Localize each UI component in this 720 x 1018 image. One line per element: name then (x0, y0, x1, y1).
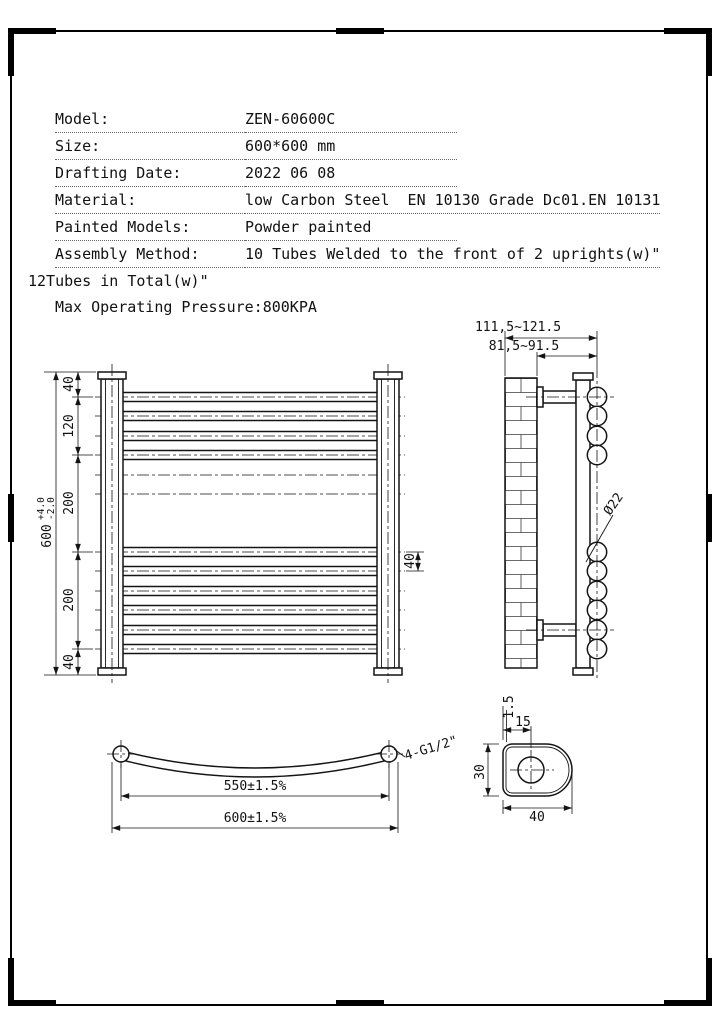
frame-mark-top-right-h (664, 28, 712, 34)
dim-seg-200-lower: 200 (62, 588, 77, 611)
label-thread: 4-G1/2" (403, 733, 460, 763)
plan-centerlines (107, 740, 403, 768)
frame-mark-bottom-left-h (8, 1000, 56, 1006)
front-tube-centerlines (95, 396, 405, 650)
thread-leader (393, 748, 406, 758)
frame-mark-right-center (706, 494, 712, 542)
dim-profile-width: 40 (529, 810, 545, 825)
curved-tube-outline (117, 749, 393, 778)
dim-hole-offset: 15 (515, 715, 531, 730)
spec-row-model: Model: ZEN-60600C (55, 106, 660, 133)
spec-value: 600*600 mm (245, 133, 457, 160)
wall-section (504, 377, 538, 669)
spec-label: Model: (55, 106, 245, 133)
spec-block: Model: ZEN-60600C Size: 600*600 mm Draft… (28, 106, 661, 320)
spec-label: Painted Models: (55, 214, 245, 241)
spec-label: Size: (55, 133, 245, 160)
dim-wall-thickness: 1.5 (502, 695, 517, 718)
dim-overall-tol-plus: +4.0 (36, 497, 47, 520)
spec-label: Assembly Method: (55, 241, 245, 268)
spec-row-drafting-date: Drafting Date: 2022 06 08 (55, 160, 660, 187)
frame-mark-bottom-right-v (706, 958, 712, 1006)
spec-value: 800KPA (262, 298, 317, 316)
detail-centerlines (510, 750, 554, 790)
dim-bracket-outer: 111,5~121.5 (475, 320, 561, 335)
dim-seg-200-upper: 200 (62, 491, 77, 514)
front-upright-centerlines (111, 364, 389, 683)
dim-seg-40-bottom: 40 (62, 654, 77, 670)
front-tubes (123, 391, 377, 655)
dim-tube-centers: 550±1.5% (224, 779, 287, 794)
side-view: 111,5~121.5 81,5~91.5 Ø22 (475, 320, 627, 680)
frame-mark-bottom-right-h (664, 1000, 712, 1006)
plan-extension-lines (111, 762, 399, 833)
detail-view: 1.5 15 30 40 (473, 695, 573, 825)
frame-mark-top-left-h (8, 28, 56, 34)
spec-value: 10 Tubes Welded to the front of 2 uprigh… (245, 241, 661, 268)
dim-tube-overall: 600±1.5% (224, 811, 287, 826)
spec-row-tubes-total: 12Tubes in Total(w)" (28, 268, 660, 294)
profile-inner-wall (505, 746, 570, 794)
spec-row-size: Size: 600*600 mm (55, 133, 660, 160)
dim-overall-height: 600 +4.0 -2.0 (36, 497, 57, 548)
plan-view: 4-G1/2" 550±1.5% 600±1.5% (107, 733, 460, 833)
spec-row-max-pressure: Max Operating Pressure: 800KPA (55, 294, 660, 320)
front-extension-lines (44, 371, 424, 676)
spec-value: low Carbon Steel EN 10130 Grade Dc01.EN … (245, 187, 661, 214)
frame-mark-bottom-center (336, 1000, 384, 1006)
frame-mark-top-center (336, 28, 384, 34)
dim-tube-pitch: 40 (403, 553, 418, 569)
dim-overall-height-value: 600 (40, 524, 55, 547)
spec-row-painted-models: Painted Models: Powder painted (55, 214, 660, 241)
spec-label: Max Operating Pressure: (55, 298, 263, 316)
spec-label: Drafting Date: (55, 160, 245, 187)
dim-seg-40-top: 40 (62, 376, 77, 392)
dim-overall-tol-minus: -2.0 (46, 497, 57, 520)
front-uprights (97, 371, 403, 676)
spec-value: Powder painted (245, 214, 457, 241)
front-view: 40 120 200 200 40 600 +4.0 -2.0 40 (36, 364, 424, 683)
spec-row-material: Material: low Carbon Steel EN 10130 Grad… (55, 187, 661, 214)
dim-seg-120: 120 (62, 414, 77, 437)
side-upright (572, 372, 594, 676)
frame-mark-bottom-left-v (8, 958, 14, 1006)
spec-value: 2022 06 08 (245, 160, 457, 187)
dim-profile-height: 30 (473, 764, 488, 780)
frame-mark-left-center (8, 494, 14, 542)
wall-brackets (536, 386, 577, 641)
detail-extension-lines (483, 706, 573, 814)
frame-mark-top-left-v (8, 28, 14, 76)
spec-row-assembly-method: Assembly Method: 10 Tubes Welded to the … (55, 241, 661, 268)
tube-dia-leader (585, 514, 614, 563)
side-centerlines (526, 366, 614, 680)
dim-bracket-inner: 81,5~91.5 (489, 339, 559, 354)
spec-value: ZEN-60600C (245, 106, 457, 133)
spec-label: 12Tubes in Total(w)" (28, 272, 209, 290)
label-tube-diameter: Ø22 (601, 490, 627, 518)
spec-label: Material: (55, 187, 245, 214)
frame-mark-top-right-v (706, 28, 712, 76)
